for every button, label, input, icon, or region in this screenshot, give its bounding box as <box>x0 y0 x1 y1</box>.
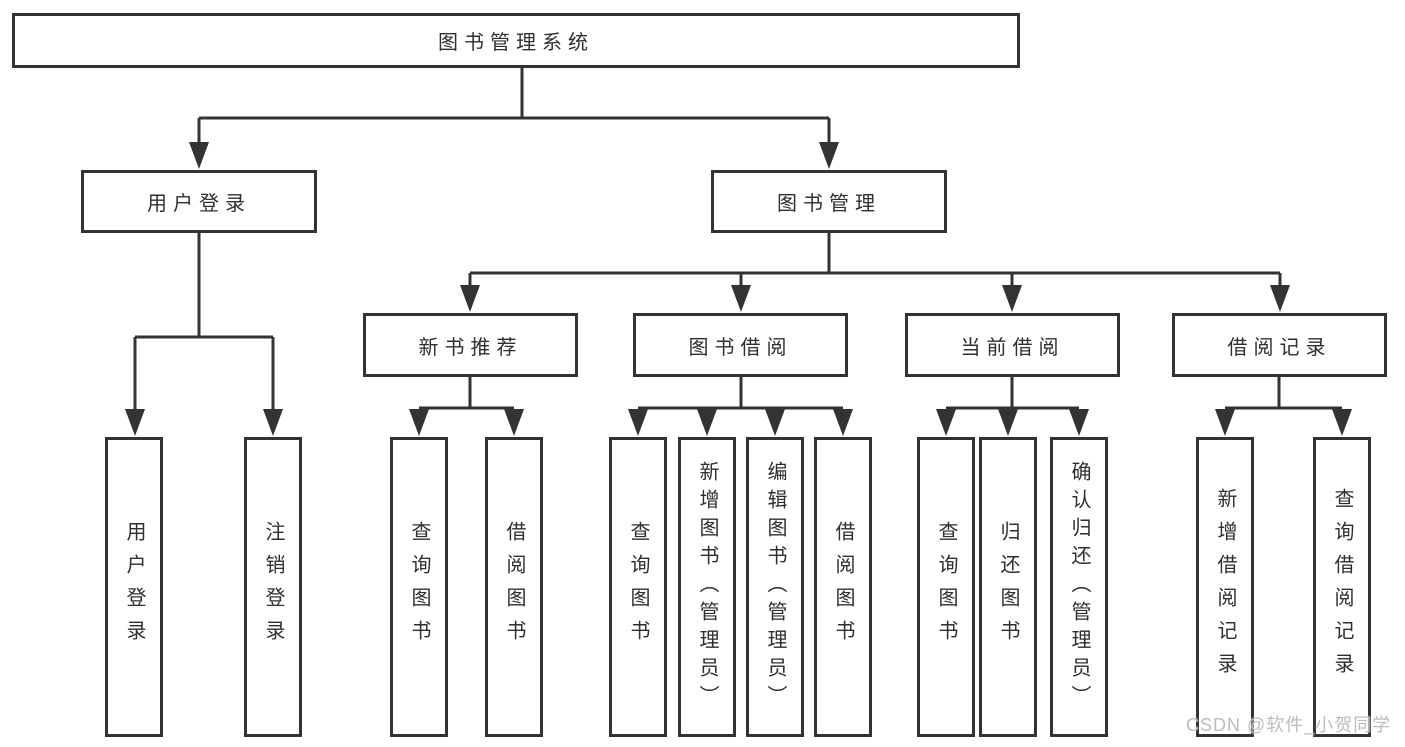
node-root-label: 图书管理系统 <box>438 32 594 54</box>
node-root: 图书管理系统 <box>12 13 1020 68</box>
node-borrow-books-1: 借阅图书 <box>485 437 543 737</box>
node-add-book-admin-label: 新增图书（管理员） <box>696 461 718 713</box>
node-user-login-leaf-label: 用户登录 <box>123 521 145 653</box>
node-add-borrow-record-label: 新增借阅记录 <box>1214 488 1236 686</box>
node-borrow-records: 借阅记录 <box>1172 313 1387 377</box>
node-logout: 注销登录 <box>244 437 302 737</box>
node-query-books-1-label: 查询图书 <box>408 521 430 653</box>
node-user-login: 用户登录 <box>81 170 317 233</box>
node-return-book: 归还图书 <box>979 437 1037 737</box>
node-confirm-return-admin: 确认归还（管理员） <box>1050 437 1108 737</box>
node-query-books-2-label: 查询图书 <box>627 521 649 653</box>
node-add-borrow-record: 新增借阅记录 <box>1196 437 1254 737</box>
node-new-book-recommend-label: 新书推荐 <box>418 336 523 359</box>
node-query-books-1: 查询图书 <box>390 437 448 737</box>
node-query-books-2: 查询图书 <box>609 437 667 737</box>
node-return-book-label: 归还图书 <box>997 521 1019 653</box>
node-confirm-return-admin-label: 确认归还（管理员） <box>1068 461 1090 713</box>
node-current-borrow: 当前借阅 <box>905 313 1120 377</box>
node-new-book-recommend: 新书推荐 <box>363 313 578 377</box>
node-query-books-3-label: 查询图书 <box>935 521 957 653</box>
node-borrow-records-label: 借阅记录 <box>1227 336 1332 359</box>
node-add-book-admin: 新增图书（管理员） <box>678 437 736 737</box>
node-edit-book-admin-label: 编辑图书（管理员） <box>764 461 786 713</box>
node-query-borrow-record-label: 查询借阅记录 <box>1331 488 1353 686</box>
node-borrow-books-2: 借阅图书 <box>814 437 872 737</box>
node-book-borrow: 图书借阅 <box>633 313 848 377</box>
node-edit-book-admin: 编辑图书（管理员） <box>746 437 804 737</box>
node-user-login-label: 用户登录 <box>147 193 251 215</box>
node-current-borrow-label: 当前借阅 <box>960 336 1065 359</box>
node-book-management: 图书管理 <box>711 170 947 233</box>
node-logout-label: 注销登录 <box>262 521 284 653</box>
csdn-watermark: CSDN @软件_小贺同学 <box>1186 715 1392 735</box>
node-borrow-books-2-label: 借阅图书 <box>832 521 854 653</box>
node-query-borrow-record: 查询借阅记录 <box>1313 437 1371 737</box>
node-borrow-books-1-label: 借阅图书 <box>503 521 525 653</box>
node-query-books-3: 查询图书 <box>917 437 975 737</box>
node-user-login-leaf: 用户登录 <box>105 437 163 737</box>
node-book-management-label: 图书管理 <box>777 193 881 215</box>
node-book-borrow-label: 图书借阅 <box>688 336 793 359</box>
